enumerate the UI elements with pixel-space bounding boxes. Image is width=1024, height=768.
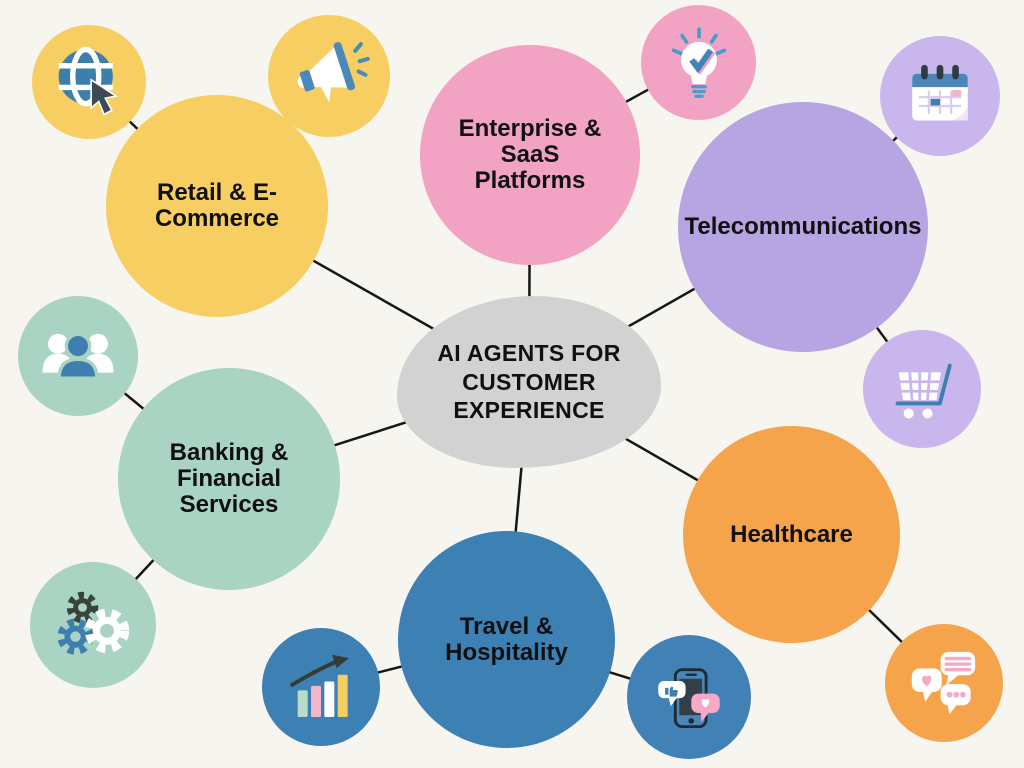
megaphone-icon xyxy=(297,42,370,103)
gears-icon xyxy=(57,591,130,655)
branch-banking-financial-label: Banking & Financial Services xyxy=(169,439,289,518)
satellite-shopping-cart xyxy=(863,330,981,448)
branch-retail-ecommerce-label: Retail & E- Commerce xyxy=(154,179,280,232)
center-node-label: AI AGENTS FOR CUSTOMER EXPERIENCE xyxy=(437,339,621,424)
satellite-phone-social xyxy=(627,635,751,759)
team-icon xyxy=(42,332,114,380)
branch-telecommunications-label: Telecommunications xyxy=(684,213,922,241)
satellite-chat-bubbles xyxy=(885,624,1003,742)
branch-enterprise-saas: Enterprise & SaaS Platforms xyxy=(420,45,640,265)
branch-enterprise-saas-label: Enterprise & SaaS Platforms xyxy=(458,115,602,194)
branch-travel-hospitality-label: Travel & Hospitality xyxy=(445,612,568,666)
satellite-bar-chart xyxy=(262,628,380,746)
satellite-gears xyxy=(30,562,156,688)
branch-retail-ecommerce: Retail & E- Commerce xyxy=(106,95,328,317)
center-node: AI AGENTS FOR CUSTOMER EXPERIENCE xyxy=(397,296,661,468)
calendar-icon xyxy=(912,64,968,121)
branch-healthcare-label: Healthcare xyxy=(730,520,853,548)
shopping-cart-icon xyxy=(895,363,952,419)
globe-cursor-icon xyxy=(58,46,119,116)
phone-social-icon xyxy=(658,668,720,729)
branch-travel-hospitality: Travel & Hospitality xyxy=(398,531,615,748)
satellite-lightbulb xyxy=(641,5,756,120)
chat-bubbles-icon xyxy=(911,651,976,715)
satellite-megaphone xyxy=(268,15,390,137)
branch-telecommunications: Telecommunications xyxy=(678,102,928,352)
satellite-globe xyxy=(32,25,146,139)
bar-chart-icon xyxy=(290,654,349,717)
branch-healthcare: Healthcare xyxy=(683,426,900,643)
lightbulb-check-icon xyxy=(671,26,726,98)
branch-banking-financial: Banking & Financial Services xyxy=(118,368,340,590)
satellite-team xyxy=(18,296,138,416)
satellite-calendar xyxy=(880,36,1000,156)
